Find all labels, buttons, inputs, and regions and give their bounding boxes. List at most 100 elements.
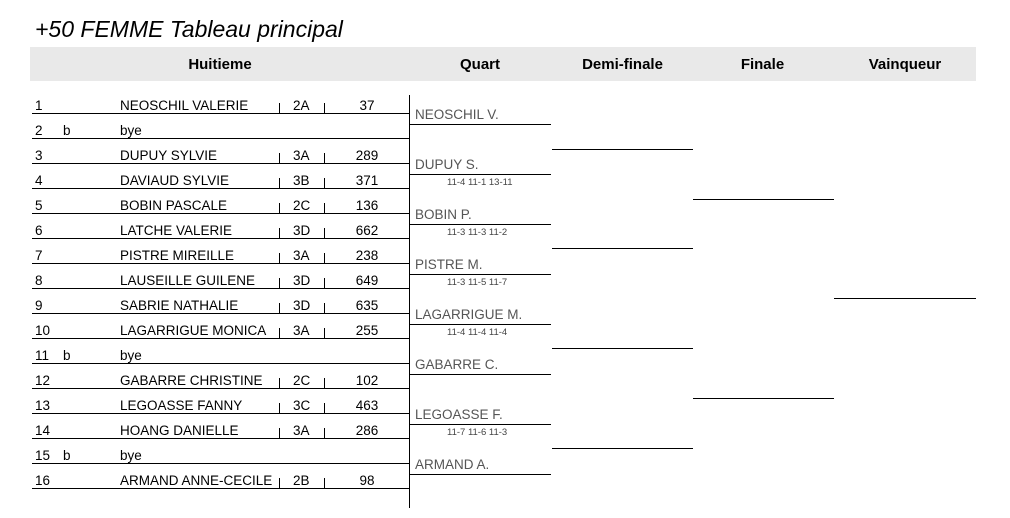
- entry-seed: b: [63, 348, 71, 363]
- divider-tick: [324, 328, 325, 339]
- quarter-winner: ARMAND A.: [415, 457, 490, 472]
- match-score: 11-3 11-5 11-7: [447, 277, 508, 288]
- quarter-line: [410, 424, 551, 425]
- entry-name: PISTRE MIREILLE: [120, 248, 235, 263]
- entry-number: 8: [35, 273, 43, 288]
- page-title: +50 FEMME Tableau principal: [35, 16, 343, 42]
- entry-number: 11: [35, 348, 50, 363]
- entry-name: ARMAND ANNE-CECILE: [120, 473, 273, 488]
- pair-bracket: [409, 245, 410, 308]
- winner-line: [834, 298, 976, 299]
- quarter-winner: PISTRE M.: [415, 257, 483, 272]
- header-vainqueur: Vainqueur: [868, 56, 942, 73]
- divider-tick: [324, 303, 325, 314]
- entry-line: [32, 113, 410, 114]
- entry-number: 9: [35, 298, 43, 313]
- entry-line: [32, 163, 410, 164]
- quarter-line: [410, 174, 551, 175]
- entry-class: 3D: [293, 298, 311, 313]
- final-line: [693, 398, 834, 399]
- entry-line: [32, 313, 410, 314]
- divider-tick: [324, 228, 325, 239]
- entry-class: 3A: [293, 323, 310, 338]
- entry-points: 289: [355, 148, 379, 163]
- quarter-line: [410, 324, 551, 325]
- entry-line: [32, 263, 410, 264]
- entry-name: NEOSCHIL VALERIE: [120, 98, 249, 113]
- quarter-winner: GABARRE C.: [415, 357, 499, 372]
- entry-number: 5: [35, 198, 43, 213]
- header-finale: Finale: [740, 56, 785, 73]
- entry-line: [32, 388, 410, 389]
- divider-tick: [279, 478, 280, 489]
- divider-tick: [324, 178, 325, 189]
- quarter-winner: LAGARRIGUE M.: [415, 307, 523, 322]
- pair-bracket: [409, 445, 410, 508]
- entry-line: [32, 213, 410, 214]
- entry-line: [32, 338, 410, 339]
- entry-name: GABARRE CHRISTINE: [120, 373, 263, 388]
- divider-tick: [279, 403, 280, 414]
- entry-class: 2C: [293, 373, 311, 388]
- entry-line: [32, 413, 410, 414]
- entry-class: 3C: [293, 398, 311, 413]
- entry-points: 286: [355, 423, 379, 438]
- divider-tick: [279, 303, 280, 314]
- quarter-line: [410, 274, 551, 275]
- divider-tick: [279, 153, 280, 164]
- entry-line: [32, 238, 410, 239]
- entry-number: 16: [35, 473, 51, 488]
- entry-class: 2A: [293, 98, 310, 113]
- entry-seed: b: [63, 448, 71, 463]
- divider-tick: [324, 478, 325, 489]
- entry-class: 3D: [293, 223, 311, 238]
- entry-name: bye: [120, 123, 142, 138]
- quarter-line: [410, 224, 551, 225]
- pair-bracket: [409, 345, 410, 408]
- entry-line: [32, 463, 410, 464]
- header-demi-finale: Demi-finale: [582, 56, 663, 73]
- entry-points: 255: [355, 323, 379, 338]
- entry-points: 635: [355, 298, 379, 313]
- entry-points: 136: [355, 198, 379, 213]
- entry-line: [32, 188, 410, 189]
- entry-class: 2B: [293, 473, 310, 488]
- entry-name: LATCHE VALERIE: [120, 223, 233, 238]
- divider-tick: [324, 203, 325, 214]
- entry-line: [32, 488, 410, 489]
- divider-tick: [324, 103, 325, 114]
- entry-line: [32, 138, 410, 139]
- entry-number: 10: [35, 323, 51, 338]
- divider-tick: [324, 278, 325, 289]
- quarter-winner: DUPUY S.: [415, 157, 479, 172]
- pair-bracket: [409, 145, 410, 208]
- entry-points: 102: [355, 373, 379, 388]
- divider-tick: [279, 378, 280, 389]
- semi-line: [552, 348, 693, 349]
- entry-number: 12: [35, 373, 51, 388]
- divider-tick: [324, 153, 325, 164]
- pair-bracket: [409, 195, 410, 258]
- divider-tick: [324, 253, 325, 264]
- divider-tick: [324, 378, 325, 389]
- entry-number: 6: [35, 223, 43, 238]
- draw-row: 12 GABARRE CHRISTINE 2C 102: [0, 364, 1010, 389]
- header-huitieme: Huitieme: [188, 56, 252, 73]
- entry-number: 3: [35, 148, 43, 163]
- match-score: 11-4 11-1 13-11: [447, 177, 513, 188]
- entry-class: 3A: [293, 148, 310, 163]
- quarter-winner: BOBIN P.: [415, 207, 472, 222]
- semi-line: [552, 149, 693, 150]
- divider-tick: [279, 228, 280, 239]
- entry-class: 3D: [293, 273, 311, 288]
